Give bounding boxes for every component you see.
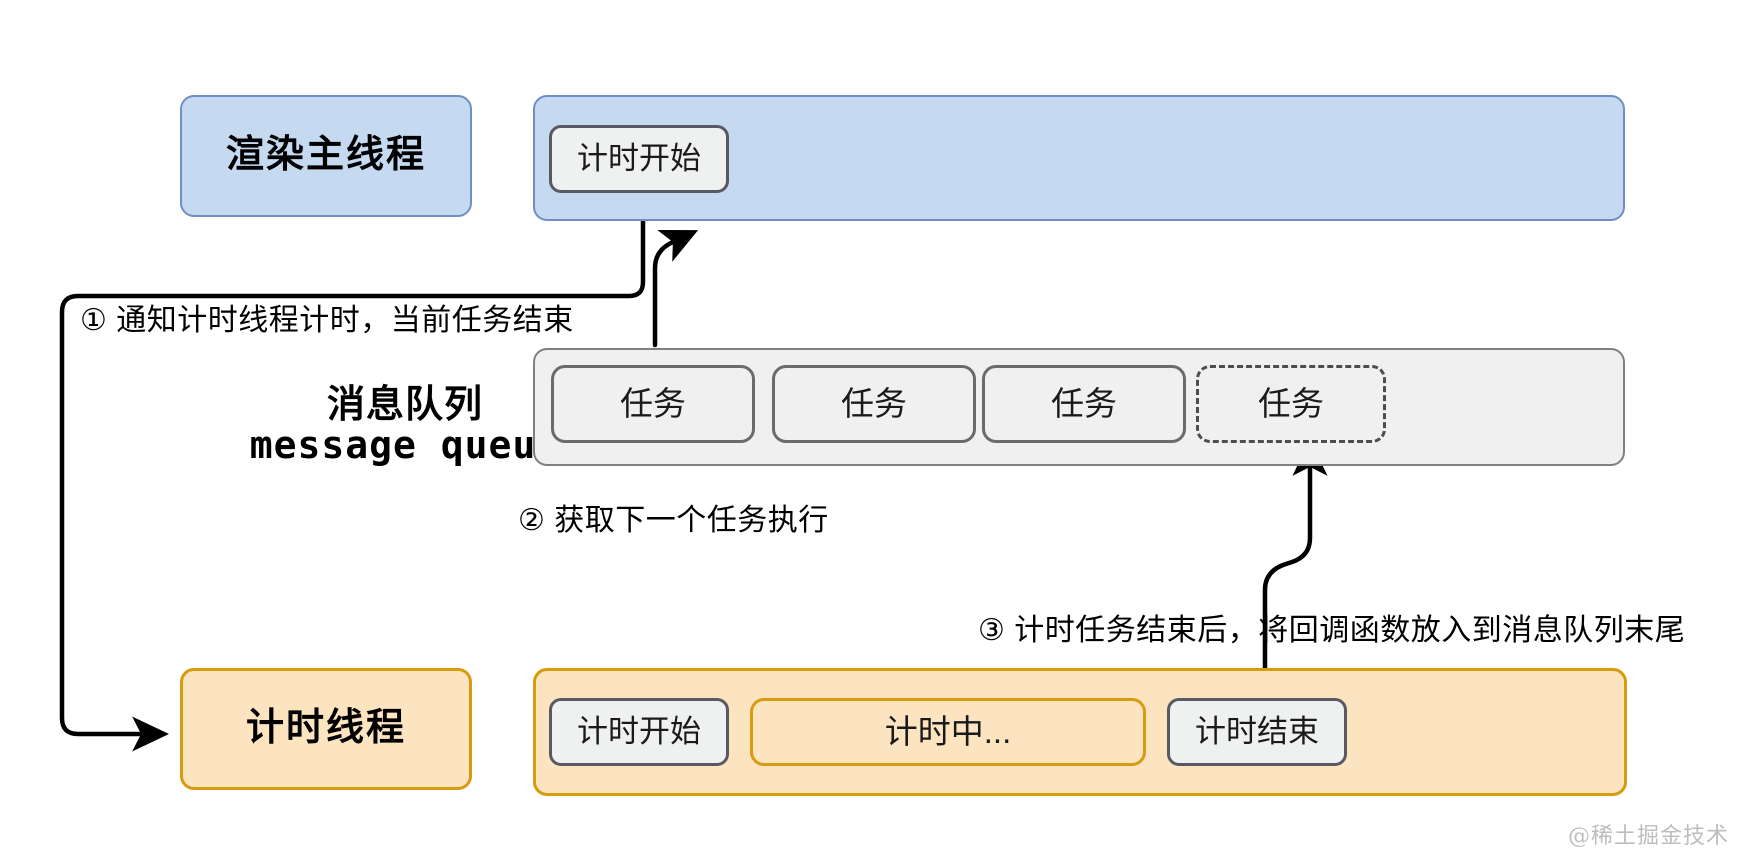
lane-label-main-thread: 渲染主线程 (180, 95, 472, 217)
queue-task-4-pending[interactable]: 任务 (1196, 365, 1386, 443)
arrow-step-3 (1262, 438, 1328, 703)
annotation-step-2: ② 获取下一个任务执行 (518, 504, 829, 537)
chip-main-thread-timer-start[interactable]: 计时开始 (549, 125, 729, 193)
annotation-step-1: ① 通知计时线程计时，当前任务结束 (80, 304, 574, 337)
arrow-step-2 (652, 230, 699, 348)
queue-task-3[interactable]: 任务 (982, 365, 1186, 443)
watermark: @稀土掘金技术社区 (1568, 824, 1730, 848)
chip-timer-start[interactable]: 计时开始 (549, 698, 729, 766)
queue-task-1[interactable]: 任务 (551, 365, 755, 443)
chip-timer-end[interactable]: 计时结束 (1167, 698, 1347, 766)
annotation-step-3: ③ 计时任务结束后，将回调函数放入到消息队列末尾 (978, 614, 1686, 647)
queue-task-2[interactable]: 任务 (772, 365, 976, 443)
lane-label-timer-thread: 计时线程 (180, 668, 472, 790)
lane-label-message-queue-cn: 消息队列 (326, 384, 483, 426)
chip-timer-running[interactable]: 计时中... (750, 698, 1146, 766)
